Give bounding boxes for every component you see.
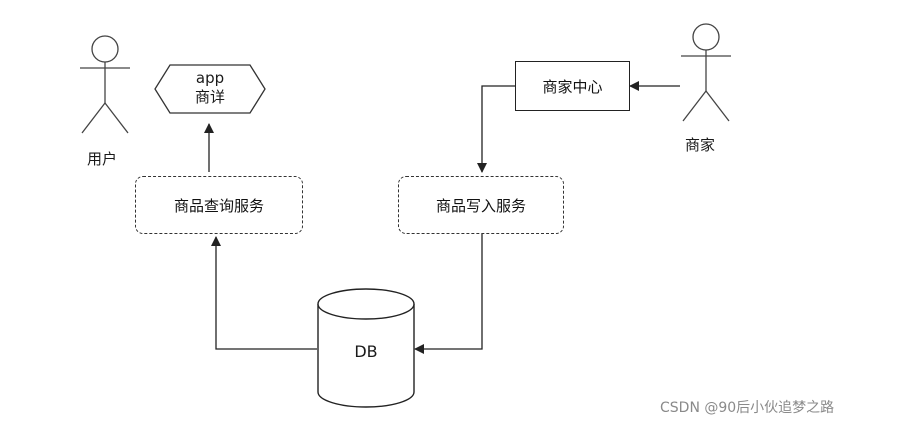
merchant-center-label: 商家中心 [542,77,603,96]
merchant-center-node: 商家中心 [515,61,630,111]
db-cylinder [317,288,415,408]
write-service-label: 商品写入服务 [435,196,526,215]
write-service-node: 商品写入服务 [398,176,564,234]
user-actor-figure [80,35,130,134]
db-label: DB [354,342,378,361]
query-service-node: 商品查询服务 [135,176,303,234]
app-detail-line1: app [195,69,225,87]
app-detail-line2: 商详 [194,88,225,106]
merchant-actor-label: 商家 [685,136,716,154]
app-detail-label: app 商详 [170,69,250,107]
query-service-label: 商品查询服务 [173,196,264,215]
edge-write-service-to-db [414,234,483,354]
edge-db-to-query-service [211,236,317,350]
app-detail-hexagon [154,64,266,114]
edge-center-to-write-service [477,85,515,173]
merchant-actor-figure [681,23,731,122]
user-actor-label: 用户 [87,150,118,168]
watermark-text: CSDN @90后小伙追梦之路 [660,400,835,416]
